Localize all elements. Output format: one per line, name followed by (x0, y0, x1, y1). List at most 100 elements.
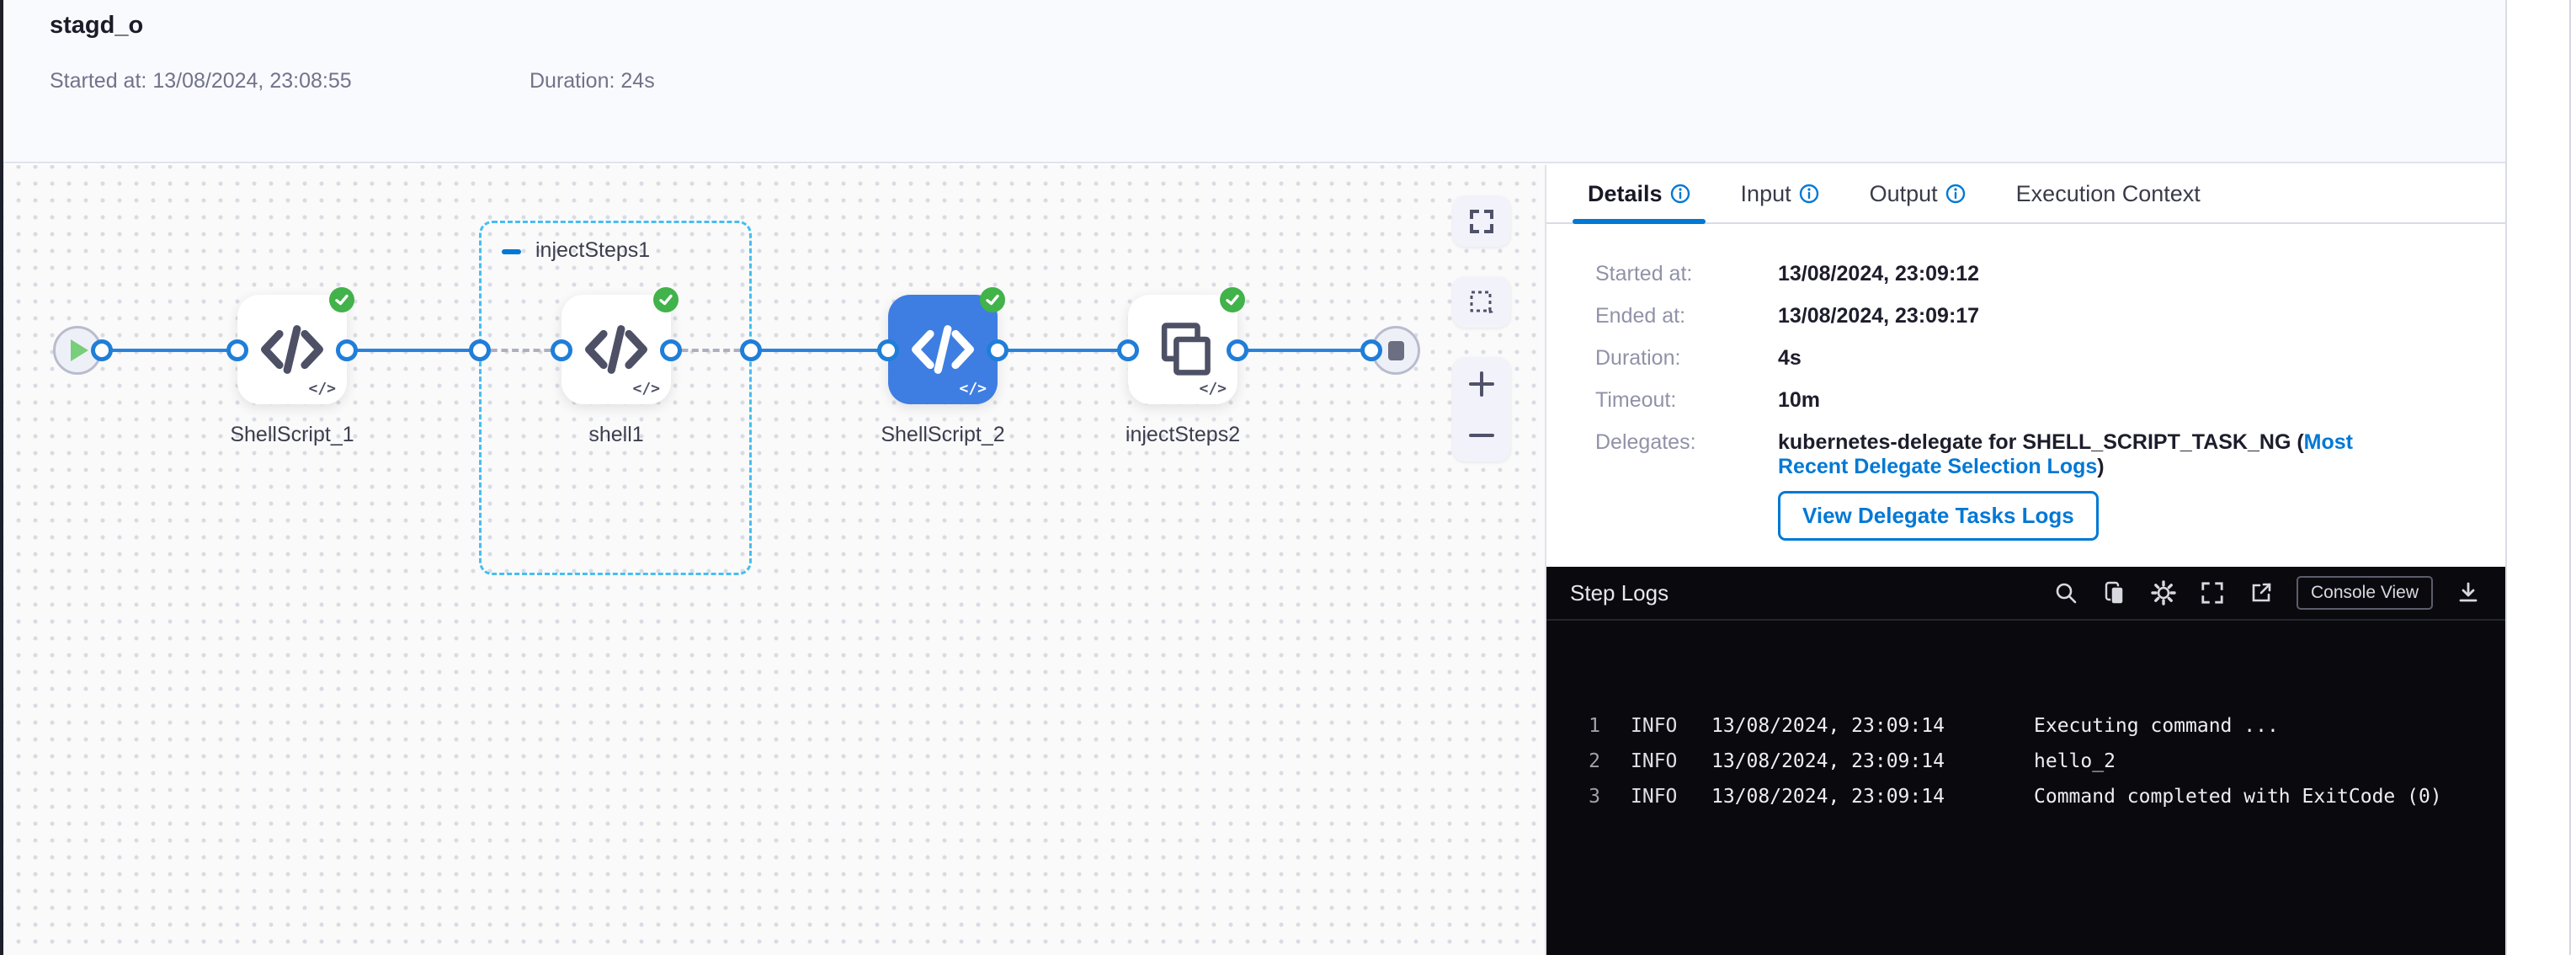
detail-value: 13/08/2024, 23:09:17 (1778, 304, 1980, 328)
edge-injectsteps2-to-end (1237, 349, 1371, 352)
log-level: INFO (1631, 786, 1678, 808)
edge-group-to-shell1 (480, 349, 562, 352)
log-level: INFO (1631, 750, 1678, 772)
copy-logs-button[interactable] (2101, 579, 2128, 606)
edge-shell1-to-groupexit (671, 349, 751, 352)
port-injectsteps2-out (1227, 339, 1248, 361)
delegates-value: kubernetes-delegate for SHELL_SCRIPT_TAS… (1778, 430, 2426, 479)
node-label-shellscript1: ShellScript_1 (230, 423, 354, 446)
port-shellscript1-in (226, 339, 248, 361)
open-logs-new-tab-button[interactable] (2248, 579, 2275, 606)
log-level: INFO (1631, 715, 1678, 737)
started-value: 13/08/2024, 23:08:55 (152, 69, 352, 93)
pipeline-canvas[interactable]: injectSteps1 </> < (3, 165, 1546, 955)
log-message: Executing command ... (2034, 715, 2279, 737)
tab-execution-context[interactable]: Execution Context (1999, 165, 2217, 222)
info-icon[interactable] (1799, 184, 1819, 204)
log-line-number: 1 (1589, 715, 1600, 737)
stage-header: stagd_o Started at: 13/08/2024, 23:08:55… (3, 0, 2505, 163)
detail-label: Delegates: (1595, 430, 1696, 454)
scrollbar-track-line (2569, 0, 2571, 955)
log-line: 3 INFO 13/08/2024, 23:09:14 Command comp… (1546, 779, 2505, 814)
group-label: injectSteps1 (535, 238, 651, 262)
success-check-icon (653, 287, 679, 312)
duration-value: 24s (620, 69, 655, 93)
gear-icon (2151, 580, 2176, 606)
search-logs-button[interactable] (2052, 579, 2079, 606)
step-logs-title: Step Logs (1570, 579, 1669, 606)
port-group-out (740, 339, 762, 361)
edge-start-to-shellscript1 (102, 349, 237, 352)
node-label-shell1: shell1 (588, 423, 644, 446)
step-node-shellscript1[interactable]: </> (237, 287, 354, 404)
log-lines: 1 INFO 13/08/2024, 23:09:14 Executing co… (1546, 621, 2505, 814)
zoom-in-icon[interactable] (1467, 370, 1496, 398)
delegate-selection-logs-link[interactable]: Most Recent Delegate Selection Logs (1778, 430, 2353, 478)
node-label-shellscript2: ShellScript_2 (881, 423, 1005, 446)
log-timestamp: 13/08/2024, 23:09:14 (1711, 715, 1945, 737)
console-view-button[interactable]: Console View (2296, 576, 2433, 610)
step-node-injectsteps2[interactable]: </> (1128, 287, 1245, 404)
fit-view-icon (1470, 210, 1493, 233)
port-injectsteps2-in (1117, 339, 1139, 361)
tab-output[interactable]: Output (1853, 165, 1983, 222)
tab-input-label: Input (1740, 180, 1791, 206)
step-logs-header: Step Logs (1546, 567, 2505, 621)
tab-execution-context-label: Execution Context (2015, 180, 2201, 206)
collapse-group-icon[interactable] (502, 249, 521, 254)
detail-row-duration: Duration: 4s (1595, 346, 2479, 371)
zoom-controls[interactable] (1453, 358, 1510, 461)
port-shell1-in (551, 339, 572, 361)
log-message: hello_2 (2034, 750, 2116, 772)
page-scrollbar-gutter[interactable] (2505, 0, 2576, 955)
download-logs-button[interactable] (2455, 579, 2482, 606)
log-line-number: 3 (1589, 786, 1600, 808)
view-delegate-tasks-logs-button[interactable]: View Delegate Tasks Logs (1778, 491, 2099, 541)
fullscreen-icon (2201, 582, 2223, 604)
info-icon[interactable] (1670, 184, 1690, 204)
port-start-out (91, 339, 113, 361)
code-icon (585, 325, 647, 374)
detail-label: Ended at: (1595, 304, 1686, 328)
duration-label: Duration: (530, 69, 615, 93)
success-check-icon (1220, 287, 1245, 312)
port-shellscript1-out (336, 339, 358, 361)
selection-tool-button[interactable] (1453, 277, 1510, 328)
detail-row-timeout: Timeout: 10m (1595, 388, 2479, 413)
step-group-injectsteps1[interactable]: injectSteps1 (479, 221, 752, 575)
play-icon (71, 339, 88, 361)
info-icon[interactable] (1945, 184, 1966, 204)
port-shellscript2-in (877, 339, 899, 361)
port-group-in (469, 339, 491, 361)
code-icon (912, 325, 974, 374)
stage-started-at: Started at: 13/08/2024, 23:08:55 (50, 69, 352, 93)
delegate-suffix: ) (2097, 455, 2105, 478)
node-label-injectsteps2: injectSteps2 (1125, 423, 1241, 446)
stage-duration: Duration: 24s (530, 69, 655, 93)
detail-row-started: Started at: 13/08/2024, 23:09:12 (1595, 262, 2479, 286)
search-icon (2056, 583, 2077, 604)
detail-value: 10m (1778, 388, 1821, 412)
zoom-out-icon[interactable] (1467, 421, 1496, 450)
tab-output-label: Output (1869, 180, 1938, 206)
log-line-number: 2 (1589, 750, 1600, 772)
tab-input[interactable]: Input (1724, 165, 1836, 222)
step-node-shell1[interactable]: </> (562, 287, 679, 404)
success-check-icon (329, 287, 354, 312)
fullscreen-logs-button[interactable] (2199, 579, 2226, 606)
step-node-shellscript2-selected[interactable]: </> (888, 287, 1005, 404)
tab-details[interactable]: Details (1571, 165, 1707, 224)
stop-icon (1387, 340, 1404, 360)
fit-view-button[interactable] (1453, 196, 1510, 247)
started-label: Started at: (50, 69, 147, 93)
edge-shellscript1-to-group (347, 349, 480, 352)
edge-shellscript2-to-injectsteps2 (998, 349, 1128, 352)
selection-tool-icon (1470, 291, 1493, 313)
port-shell1-out (660, 339, 682, 361)
success-check-icon (980, 287, 1005, 312)
log-settings-button[interactable] (2150, 579, 2177, 606)
step-logs-console: Step Logs (1546, 567, 2505, 955)
delegate-name: kubernetes-delegate for SHELL_SCRIPT_TAS… (1778, 430, 2304, 454)
code-icon (261, 325, 323, 374)
